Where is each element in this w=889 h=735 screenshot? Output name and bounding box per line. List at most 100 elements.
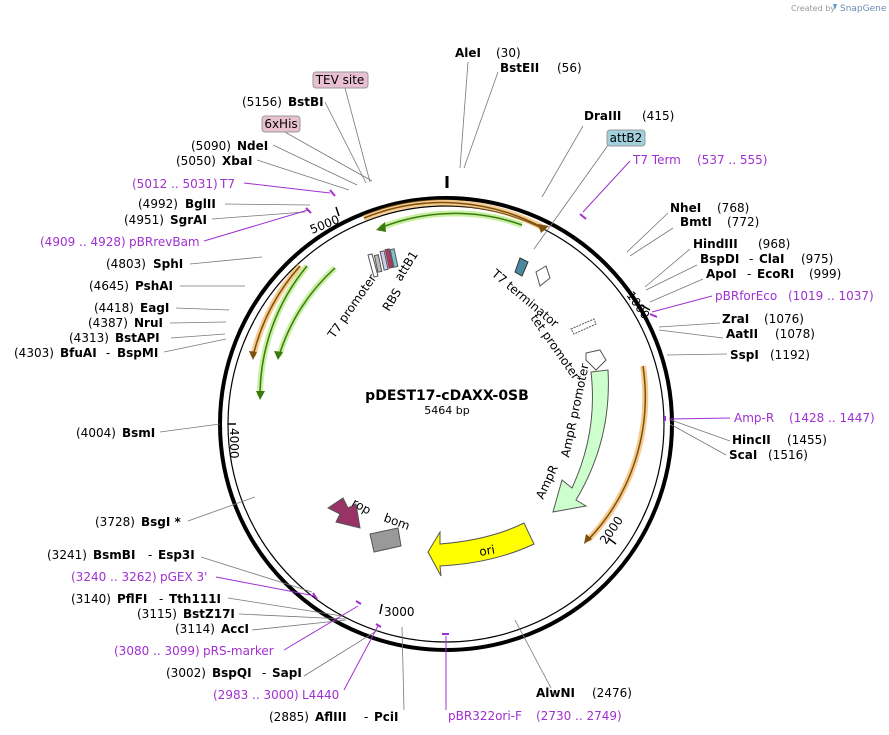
site-sep: - <box>364 710 368 724</box>
plasmid-size: 5464 bp <box>424 404 469 417</box>
sites-right: AleI (30) BstEII (56) DraIII (415) NheI … <box>455 46 841 700</box>
primers-right: T7 Term (537 .. 555) pBRforEco (1019 .. … <box>448 153 875 723</box>
site-pos: (4303) <box>14 346 54 360</box>
site-pos: (3140) <box>71 592 111 606</box>
tick-label: 1000 <box>624 289 653 322</box>
site-pos: (5156) <box>242 95 282 109</box>
site-name: ApoI <box>706 267 737 281</box>
site-pos: (3728) <box>95 515 135 529</box>
site-name: BstBI <box>288 95 324 109</box>
attb2-box <box>606 129 646 147</box>
site-pos: (56) <box>557 61 582 75</box>
primer-name: T7 Term <box>632 153 681 167</box>
label-ori: ori <box>478 542 496 558</box>
primer-name: pRS-marker <box>203 644 274 658</box>
site-name: BsmBI <box>93 548 135 562</box>
site-pos: (2476) <box>592 686 632 700</box>
site-sep: - <box>159 592 163 606</box>
tick-mark <box>640 304 651 311</box>
primer-name: pBRrevBam <box>129 235 200 249</box>
label-t7-promoter: T7 promoter <box>324 272 379 342</box>
arrowhead <box>249 351 257 360</box>
feature-arc-green-top-line <box>379 212 523 229</box>
site-name: BfuAI <box>60 346 97 360</box>
primer-leader-lines <box>203 160 731 710</box>
site-pos: (3241) <box>47 548 87 562</box>
site-pos: (4313) <box>69 331 109 345</box>
site-name: PflFI <box>117 592 147 606</box>
primer-range: (2983 .. 3000) <box>213 688 299 702</box>
site-name: ClaI <box>759 252 784 266</box>
primer-range: (1428 .. 1447) <box>789 411 875 425</box>
bom-shape <box>369 527 402 553</box>
site-pos: (1455) <box>787 433 827 447</box>
feature-arc-right-line <box>587 365 646 541</box>
attb2-label: attB2 <box>610 131 643 145</box>
primer-name: pBRforEco <box>715 289 777 303</box>
site-name: HindIII <box>693 237 738 251</box>
site-name: SphI <box>153 257 183 271</box>
tev-site-box <box>312 71 369 89</box>
site-pos: (3002) <box>166 666 206 680</box>
site-pos: (3115) <box>137 607 177 621</box>
primer-range: (537 .. 555) <box>697 153 767 167</box>
site-name: AlwNI <box>536 686 575 700</box>
site-name: ScaI <box>729 448 757 462</box>
site-name: NheI <box>670 201 701 215</box>
site-name: AleI <box>455 46 481 60</box>
site-name: AatII <box>726 327 758 341</box>
his-tag-label: 6xHis <box>264 117 297 131</box>
site-pos: (768) <box>717 201 749 215</box>
rop-arrow <box>327 497 361 529</box>
site-sep: - <box>747 267 751 281</box>
site-pos: (3114) <box>175 622 215 636</box>
site-name: PshAI <box>135 279 173 293</box>
label-t7-terminator: T7 terminator <box>488 266 561 330</box>
site-name: NruI <box>134 316 163 330</box>
snapgene-logo-icon <box>833 4 837 10</box>
tet-promoter-shape <box>570 318 597 335</box>
leader-lines <box>159 61 731 711</box>
plasmid-name: pDEST17-cDAXX-0SB <box>365 388 529 404</box>
site-name: BglII <box>185 197 216 211</box>
t7-terminator-arrow <box>535 265 551 287</box>
primers-left: (5012 .. 5031) T7 (4909 .. 4928) pBRrevB… <box>40 177 339 702</box>
site-pos: (5090) <box>191 139 231 153</box>
site-pos: (1078) <box>775 327 815 341</box>
site-name: AccI <box>221 622 249 636</box>
site-pos: (4387) <box>88 316 128 330</box>
credit-brand: SnapGene <box>840 4 887 14</box>
feature-arc-left-line <box>252 265 301 357</box>
site-name: BspMI <box>117 346 158 360</box>
site-name: SapI <box>272 666 302 680</box>
arrowhead <box>376 222 386 232</box>
site-sep: - <box>106 346 110 360</box>
ampr-promoter-shape <box>585 349 607 371</box>
tev-site-label: TEV site <box>315 73 365 87</box>
site-pos: (4004) <box>76 426 116 440</box>
site-name: XbaI <box>222 154 252 168</box>
site-pos: (975) <box>801 252 833 266</box>
site-sep: - <box>262 666 266 680</box>
site-pos: (4418) <box>94 301 134 315</box>
site-name: BstEII <box>500 61 539 75</box>
site-name: BspQI <box>212 666 252 680</box>
ampr-arrow <box>552 369 609 513</box>
tick-mark <box>379 603 383 615</box>
site-pos: (5050) <box>176 154 216 168</box>
feature-block <box>389 248 399 268</box>
feature-block <box>379 250 389 271</box>
site-name: PciI <box>374 710 399 724</box>
site-name: AflIII <box>315 710 347 724</box>
tick-label: 4000 <box>227 428 241 459</box>
site-name: BspDI <box>700 252 739 266</box>
feature-arc-green-left2-line <box>259 265 308 397</box>
primer-name: L4440 <box>302 688 339 702</box>
site-pos: (4992) <box>138 197 178 211</box>
site-name: BsmI <box>122 426 155 440</box>
primer-range: (5012 .. 5031) <box>132 177 218 191</box>
tick-label: 3000 <box>384 605 415 619</box>
site-name: NdeI <box>237 139 268 153</box>
site-name: BsgI * <box>141 515 182 529</box>
